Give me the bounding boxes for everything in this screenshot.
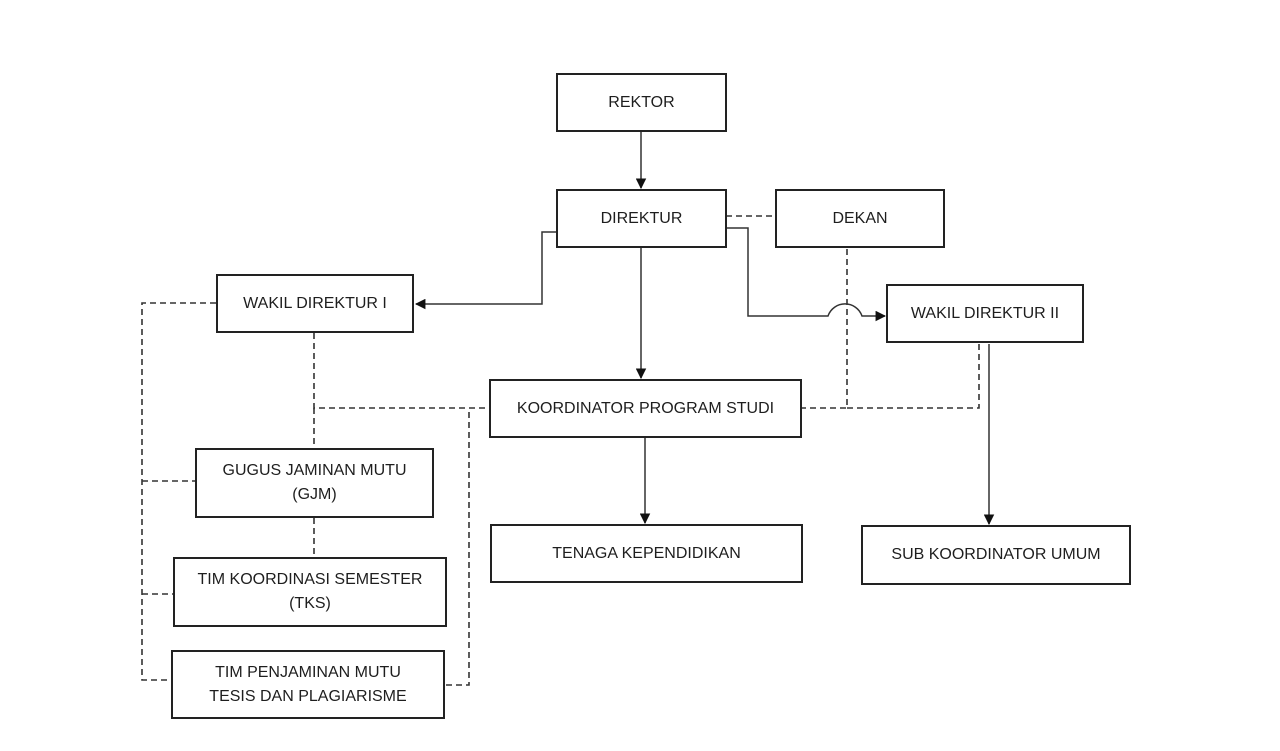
node-label: WAKIL DIREKTUR II	[910, 304, 1060, 322]
link-wakil1-koordinator	[313, 333, 489, 409]
node-label: TENAGA KEPENDIDIKAN	[552, 544, 741, 562]
node-label: WAKIL DIREKTUR I	[243, 294, 387, 312]
link-direktur-wakil2	[726, 227, 887, 322]
link-dekan-koordinator	[802, 249, 848, 409]
node-tenaga-kependidikan: TENAGA KEPENDIDIKAN	[490, 524, 803, 583]
node-wakil-direktur-2: WAKIL DIREKTUR II	[886, 284, 1084, 343]
node-tim-penjaminan-mutu: TIM PENJAMINAN MUTU TESIS DAN PLAGIARISM…	[171, 650, 445, 719]
node-gjm: GUGUS JAMINAN MUTU (GJM)	[195, 448, 434, 518]
node-direktur: DIREKTUR	[556, 189, 727, 248]
node-label: TIM PENJAMINAN MUTU TESIS DAN PLAGIARISM…	[209, 663, 407, 705]
node-label: DEKAN	[832, 209, 888, 227]
node-koordinator-prodi: KOORDINATOR PROGRAM STUDI	[489, 379, 802, 438]
link-wakil2-koordinator	[847, 344, 980, 409]
node-rektor: REKTOR	[556, 73, 727, 132]
link-direktur-wakil1	[414, 231, 556, 310]
node-wakil-direktur-1: WAKIL DIREKTUR I	[216, 274, 414, 333]
node-label: TIM KOORDINASI SEMESTER (TKS)	[197, 571, 423, 612]
node-label: DIREKTUR	[600, 209, 683, 227]
node-label: GUGUS JAMINAN MUTU (GJM)	[222, 462, 407, 503]
link-koordinator-tim-penjaminan	[444, 412, 470, 686]
node-label: SUB KOORDINATOR UMUM	[891, 546, 1101, 563]
node-sub-koordinator-umum: SUB KOORDINATOR UMUM	[861, 525, 1131, 585]
link-wakil1-left-bus	[141, 302, 216, 681]
node-label: REKTOR	[608, 93, 675, 111]
node-tks: TIM KOORDINASI SEMESTER (TKS)	[173, 557, 447, 627]
node-dekan: DEKAN	[775, 189, 945, 248]
node-label: KOORDINATOR PROGRAM STUDI	[516, 399, 775, 417]
